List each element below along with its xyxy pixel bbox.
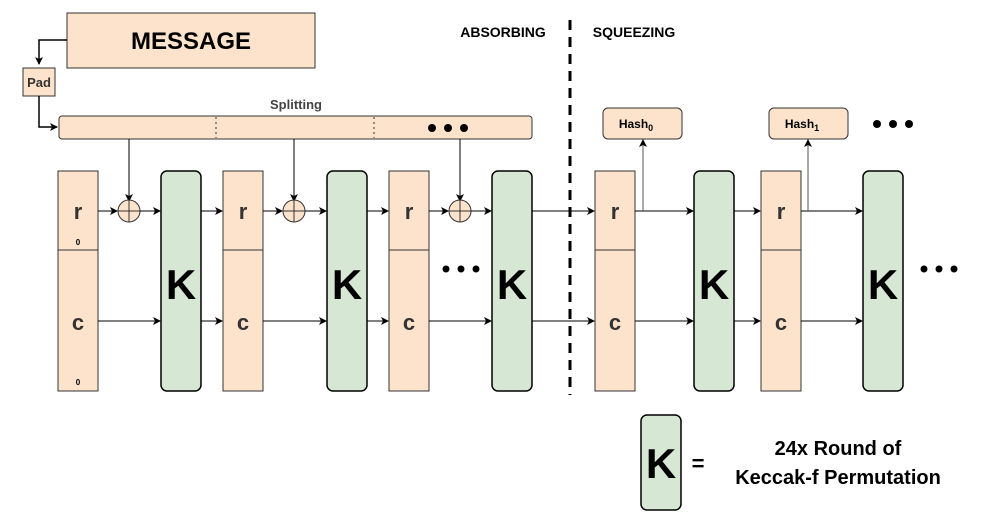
hash-output-1: Hash1 — [768, 107, 849, 140]
svg-text:c: c — [775, 310, 787, 335]
svg-text:c: c — [72, 310, 84, 335]
permutation-block: K — [862, 170, 904, 392]
svg-text:0: 0 — [76, 238, 81, 247]
svg-text:r: r — [777, 199, 786, 224]
pad-box: Pad — [22, 67, 56, 97]
legend: K = 24x Round of Keccak-f Permutation — [640, 414, 941, 511]
xor-icon — [117, 199, 141, 223]
svg-text:Keccak-f Permutation: Keccak-f Permutation — [735, 467, 941, 489]
svg-text:MESSAGE: MESSAGE — [131, 28, 251, 55]
svg-text:r: r — [405, 199, 414, 224]
svg-text:c: c — [403, 310, 415, 335]
svg-text:K: K — [868, 261, 898, 308]
hash-output-0: Hash0 — [602, 107, 683, 140]
splitting-label: Splitting — [270, 97, 322, 112]
svg-text:K: K — [166, 261, 196, 308]
svg-text:K: K — [332, 261, 362, 308]
state-block-3: r c — [594, 170, 636, 392]
svg-text:Hash0: Hash0 — [619, 117, 653, 133]
svg-text:r: r — [74, 199, 83, 224]
svg-text:K: K — [646, 440, 676, 487]
svg-text:r: r — [239, 199, 248, 224]
ellipsis-icon — [442, 265, 480, 273]
ellipsis-icon — [873, 120, 913, 128]
permutation-block: K — [693, 170, 735, 392]
state-block-0: r 0 c 0 — [57, 170, 99, 392]
message-to-pad-arrow — [35, 39, 67, 65]
splitting-bar — [58, 115, 533, 140]
svg-text:c: c — [609, 310, 621, 335]
permutation-block: K — [491, 170, 533, 392]
svg-text:K: K — [699, 261, 729, 308]
svg-text:Pad: Pad — [27, 75, 51, 90]
state-block-2: r c — [388, 170, 430, 392]
pad-to-splitting-arrow — [38, 96, 58, 131]
state-block-1: r c — [222, 170, 264, 392]
svg-text:=: = — [692, 451, 705, 476]
xor-icon — [448, 199, 472, 223]
svg-text:0: 0 — [76, 378, 81, 387]
message-box: MESSAGE — [66, 12, 316, 69]
xor-icon — [282, 199, 306, 223]
absorbing-label: ABSORBING — [460, 24, 546, 40]
svg-text:r: r — [611, 199, 620, 224]
squeezing-label: SQUEEZING — [593, 24, 676, 40]
svg-text:Hash1: Hash1 — [785, 117, 819, 133]
svg-text:K: K — [497, 261, 527, 308]
ellipsis-icon — [920, 265, 958, 273]
svg-text:24x Round of: 24x Round of — [775, 438, 902, 460]
permutation-block: K — [160, 170, 202, 392]
permutation-block: K — [326, 170, 368, 392]
state-block-4: r c — [760, 170, 802, 392]
svg-text:c: c — [237, 310, 249, 335]
